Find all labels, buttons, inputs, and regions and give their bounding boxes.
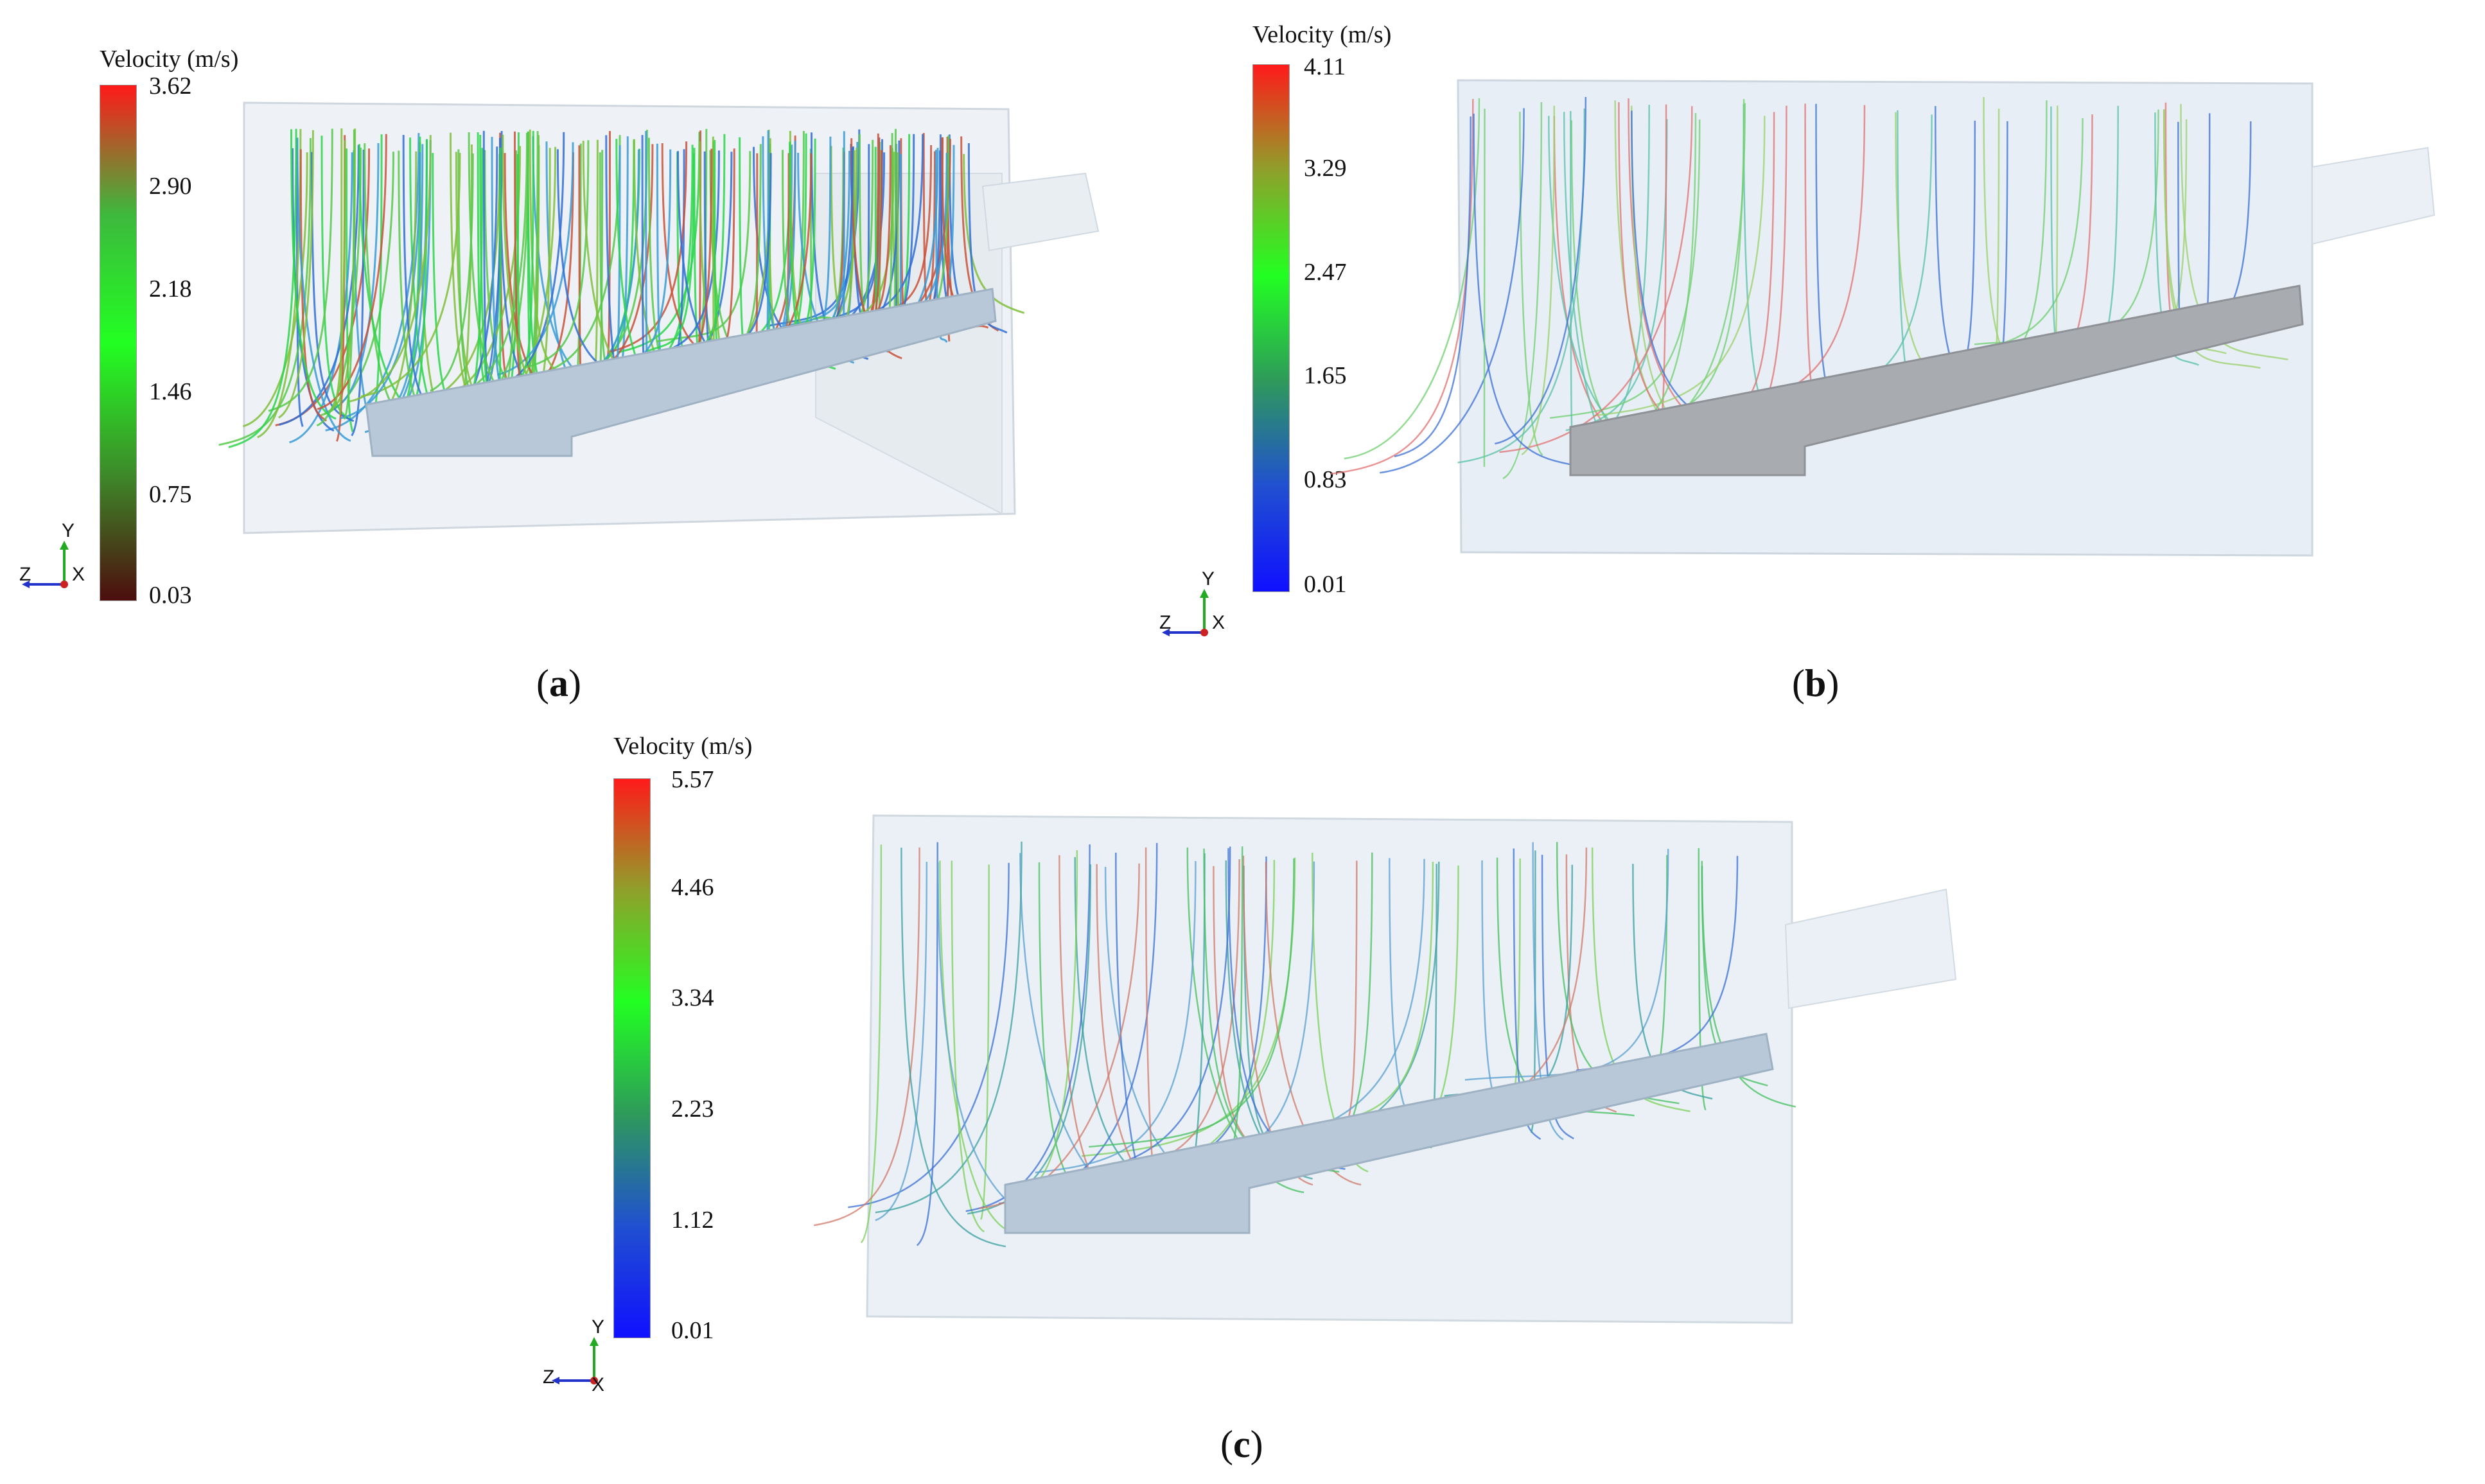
streamline bbox=[1330, 99, 1474, 475]
streamline bbox=[1483, 109, 1486, 467]
streamline bbox=[875, 841, 1023, 1214]
streamline bbox=[257, 128, 302, 439]
streamline bbox=[1380, 108, 1525, 474]
caption-letter-b: b bbox=[1804, 662, 1827, 704]
axis-label-x: X bbox=[592, 1374, 605, 1395]
colorbar-tick: 2.23 bbox=[671, 1096, 714, 1122]
streamline bbox=[1521, 105, 1556, 456]
streamline bbox=[916, 842, 938, 1246]
caption-letter-a: a bbox=[549, 662, 568, 704]
streamline bbox=[645, 130, 648, 366]
streamline bbox=[430, 153, 474, 392]
colorbar-tick: 2.90 bbox=[149, 173, 192, 200]
streamline bbox=[1519, 112, 1543, 456]
streamline bbox=[963, 153, 1025, 314]
streamline bbox=[523, 140, 590, 369]
caption-a: (a) bbox=[536, 662, 581, 704]
streamline bbox=[1030, 850, 1078, 1187]
axis-label-z: Z bbox=[1159, 612, 1172, 633]
streamline bbox=[1473, 113, 1573, 466]
streamline-scene-c bbox=[813, 814, 1957, 1324]
streamline bbox=[1344, 98, 1480, 460]
caption-b: (b) bbox=[1792, 662, 1840, 704]
streamline bbox=[647, 153, 695, 353]
streamline bbox=[813, 847, 920, 1226]
axis-triad-b: Y Z X bbox=[1159, 568, 1230, 645]
streamline bbox=[1502, 101, 1543, 480]
streamline bbox=[1035, 860, 1197, 1174]
caption-c: (c) bbox=[1220, 1423, 1263, 1465]
streamline bbox=[296, 137, 351, 442]
streamline bbox=[860, 844, 882, 1244]
streamline bbox=[1464, 848, 1669, 1081]
colorbar-tick: 0.75 bbox=[149, 481, 192, 508]
streamline bbox=[218, 137, 312, 446]
colorbar-tick: 3.34 bbox=[671, 984, 714, 1011]
colorbar-tick: 1.65 bbox=[1304, 362, 1347, 389]
colorbar-tick: 3.29 bbox=[1304, 155, 1347, 182]
streamline bbox=[608, 141, 688, 353]
streamline bbox=[1532, 842, 1564, 1140]
streamline bbox=[321, 135, 350, 420]
streamline bbox=[1089, 858, 1295, 1148]
colorbar-tick: 4.46 bbox=[671, 874, 714, 901]
colorbar-tick: 2.47 bbox=[1304, 259, 1347, 286]
streamline bbox=[290, 129, 337, 420]
streamline bbox=[656, 151, 751, 343]
streamline bbox=[1495, 96, 1587, 445]
colorbar-title-b: Velocity (m/s) bbox=[1252, 21, 1392, 48]
colorbar-tick: 0.01 bbox=[671, 1317, 714, 1344]
colorbar-tick: 0.03 bbox=[149, 582, 192, 609]
axis-label-z: Z bbox=[19, 564, 31, 585]
streamline bbox=[360, 153, 461, 397]
streamline bbox=[351, 149, 365, 437]
colorbar-tick: 0.83 bbox=[1304, 466, 1347, 493]
colorbar-a bbox=[100, 85, 137, 601]
colorbar-title-c: Velocity (m/s) bbox=[613, 733, 753, 760]
streamline bbox=[1394, 116, 1471, 458]
streamline bbox=[311, 152, 355, 423]
axis-triad-a: Y Z X bbox=[19, 520, 90, 597]
axis-triad-c: Y Z X bbox=[536, 1316, 607, 1395]
streamline bbox=[346, 148, 354, 432]
streamline bbox=[343, 129, 355, 420]
colorbar-b bbox=[1252, 64, 1290, 592]
streamline bbox=[1698, 848, 1707, 1111]
streamline bbox=[496, 142, 574, 376]
streamline-scene-a bbox=[218, 101, 1100, 534]
colorbar-tick: 1.46 bbox=[149, 378, 192, 405]
streamline bbox=[242, 152, 308, 428]
colorbar-tick: 3.62 bbox=[149, 73, 192, 100]
streamline bbox=[848, 862, 1010, 1209]
streamline bbox=[228, 128, 297, 448]
colorbar-tick: 0.01 bbox=[1304, 571, 1347, 598]
streamline bbox=[617, 132, 701, 354]
streamline bbox=[278, 130, 314, 419]
streamline bbox=[349, 135, 432, 403]
colorbar-tick: 5.57 bbox=[671, 766, 714, 793]
streamline bbox=[1594, 116, 1766, 417]
streamline bbox=[340, 152, 421, 419]
colorbar-tick: 4.11 bbox=[1304, 53, 1346, 80]
streamline bbox=[331, 140, 346, 410]
axis-label-y: Y bbox=[592, 1316, 605, 1338]
streamline bbox=[268, 128, 333, 412]
axis-label-y: Y bbox=[1202, 568, 1215, 589]
axis-label-x: X bbox=[1212, 612, 1225, 633]
streamline bbox=[1499, 106, 1693, 453]
axis-label-x: X bbox=[72, 564, 85, 585]
streamline bbox=[279, 144, 360, 426]
streamline bbox=[900, 847, 1006, 1248]
colorbar-tick: 2.18 bbox=[149, 275, 192, 302]
axis-label-z: Z bbox=[543, 1366, 555, 1388]
axis-label-y: Y bbox=[62, 520, 75, 541]
caption-letter-c: c bbox=[1233, 1423, 1251, 1465]
streamline-scene-b bbox=[1330, 79, 2436, 557]
colorbar-c bbox=[613, 778, 651, 1338]
streamline bbox=[951, 860, 985, 1233]
colorbar-title-a: Velocity (m/s) bbox=[100, 46, 239, 73]
streamline bbox=[939, 860, 1015, 1234]
colorbar-tick: 1.12 bbox=[671, 1207, 714, 1234]
